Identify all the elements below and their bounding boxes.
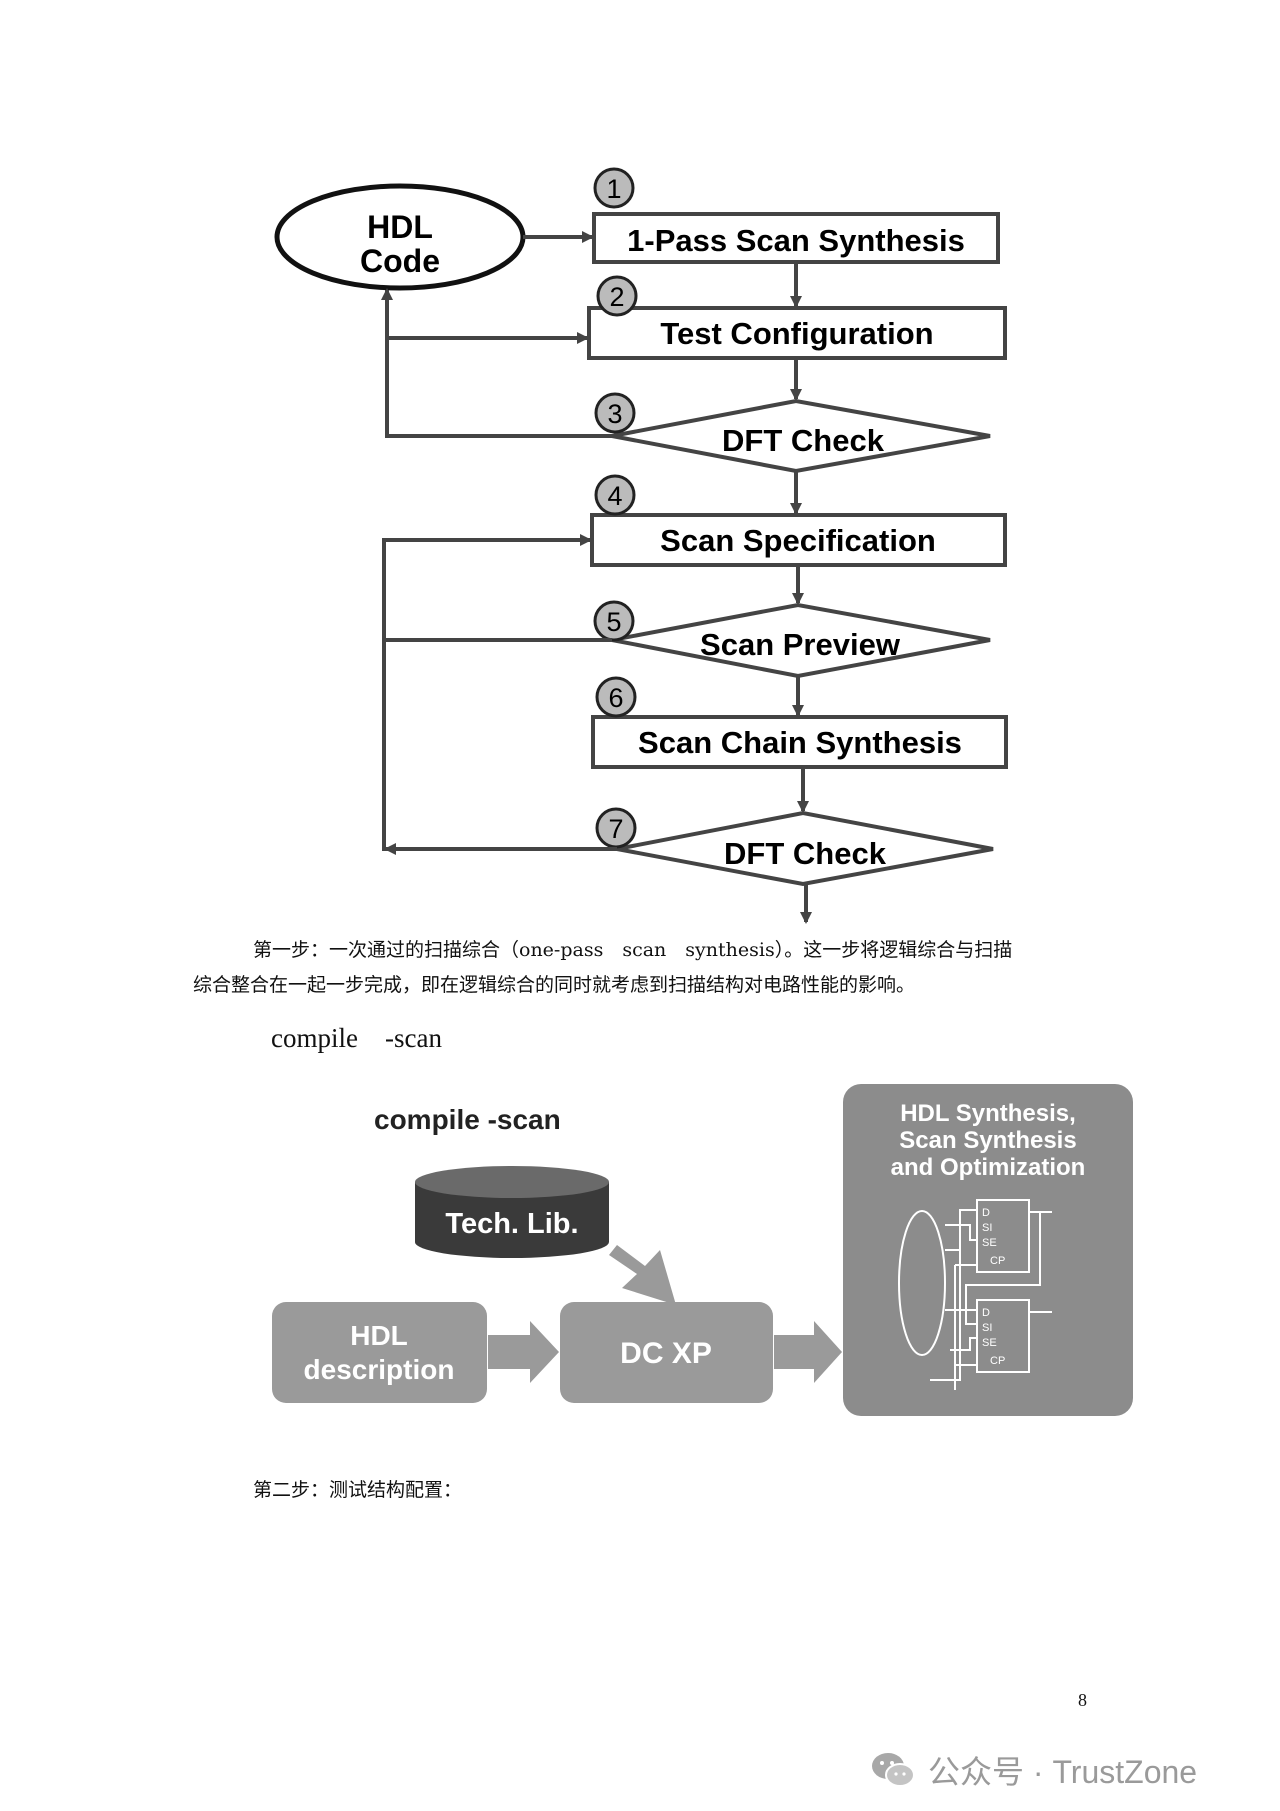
step-badge-5: 5: [593, 600, 635, 642]
step-badge-7: 7: [595, 807, 637, 849]
dc-xp-diagram: compile -scan Tech. Lib. HDL description…: [272, 1084, 1133, 1416]
svg-text:6: 6: [608, 683, 623, 713]
step-two-paragraph: 第二步：测试结构配置：: [253, 1479, 463, 1501]
svg-text:3: 3: [607, 399, 622, 429]
svg-text:5: 5: [606, 607, 621, 637]
ff2-pins: D SI SE CP: [982, 1307, 1005, 1367]
dcxp-to-result-arrow: [774, 1321, 842, 1383]
watermark-text: 公众号 · TrustZone: [928, 1754, 1198, 1790]
step-one-line-2: 综合整合在一起一步完成，即在逻辑综合的同时就考虑到扫描结构对电路性能的影响。: [193, 974, 916, 996]
step-one-paragraph: 第一步：一次通过的扫描综合（one-pass scan synthesis）。这…: [193, 933, 1093, 1003]
step-2-box: [587, 306, 1007, 360]
step-1-box: [592, 212, 1000, 264]
svg-text:description: description: [304, 1354, 455, 1385]
step-1-label: 1-Pass Scan Synthesis: [627, 223, 965, 258]
svg-text:D: D: [982, 1207, 990, 1219]
step-4-label: Scan Specification: [660, 523, 936, 558]
flow-arrows: [381, 231, 812, 924]
wechat-icon: [872, 1753, 915, 1787]
svg-text:SE: SE: [982, 1337, 997, 1349]
hdl-code-label-2: Code: [360, 243, 440, 279]
step-3-label: DFT Check: [722, 423, 885, 458]
step-6-box: [591, 715, 1008, 769]
svg-text:DC XP: DC XP: [620, 1337, 712, 1370]
tech-lib-cylinder: Tech. Lib.: [415, 1166, 609, 1258]
step-7-label: DFT Check: [724, 836, 887, 871]
svg-text:HDL Synthesis,: HDL Synthesis,: [900, 1100, 1076, 1127]
step-3-diamond: [611, 398, 991, 474]
step-2-label: Test Configuration: [660, 316, 933, 351]
svg-text:SE: SE: [982, 1237, 997, 1249]
ff1-pins: D SI SE CP: [982, 1207, 1005, 1267]
hdl-description-box: HDL description: [272, 1302, 487, 1403]
watermark: 公众号 · TrustZone: [870, 1748, 1197, 1792]
tech-lib-arrow: [609, 1245, 676, 1305]
svg-text:7: 7: [608, 814, 623, 844]
step-7-diamond: [616, 810, 994, 887]
svg-text:HDL: HDL: [350, 1320, 408, 1351]
svg-text:SI: SI: [982, 1222, 992, 1234]
dft-flowchart: HDL Code 1-Pass Scan Synthesis Test Conf…: [274, 167, 1008, 924]
step-badge-4: 4: [594, 474, 636, 516]
step-one-line-1: 第一步：一次通过的扫描综合（one-pass scan synthesis）。这…: [253, 939, 1013, 961]
svg-text:CP: CP: [990, 1255, 1005, 1267]
dcxp-box: DC XP: [560, 1302, 773, 1403]
svg-text:Scan Synthesis: Scan Synthesis: [899, 1127, 1076, 1154]
step-badge-6: 6: [595, 676, 637, 718]
scan-flipflop-schematic: [898, 1199, 1052, 1390]
step-6-label: Scan Chain Synthesis: [638, 725, 962, 760]
step-4-box: [590, 513, 1007, 567]
svg-text:2: 2: [609, 282, 624, 312]
svg-text:4: 4: [607, 481, 622, 511]
compile-command: compile -scan: [271, 1023, 442, 1053]
svg-text:SI: SI: [982, 1322, 992, 1334]
step-5-label: Scan Preview: [700, 627, 901, 662]
page-number: 8: [1078, 1690, 1087, 1710]
step-badge-3: 3: [594, 392, 636, 434]
tech-lib-label: Tech. Lib.: [445, 1208, 578, 1240]
hdl-to-dcxp-arrow: [488, 1321, 559, 1383]
diagram-command: compile -scan: [374, 1104, 561, 1135]
step-badge-2: 2: [596, 275, 638, 317]
synthesis-result-panel: HDL Synthesis, Scan Synthesis and Optimi…: [843, 1084, 1133, 1416]
svg-text:and Optimization: and Optimization: [891, 1154, 1086, 1181]
step-badge-1: 1: [593, 167, 635, 209]
svg-text:D: D: [982, 1307, 990, 1319]
step-5-diamond: [611, 602, 991, 679]
hdl-code-label-1: HDL: [367, 209, 433, 245]
svg-text:CP: CP: [990, 1355, 1005, 1367]
svg-text:1: 1: [606, 174, 621, 204]
